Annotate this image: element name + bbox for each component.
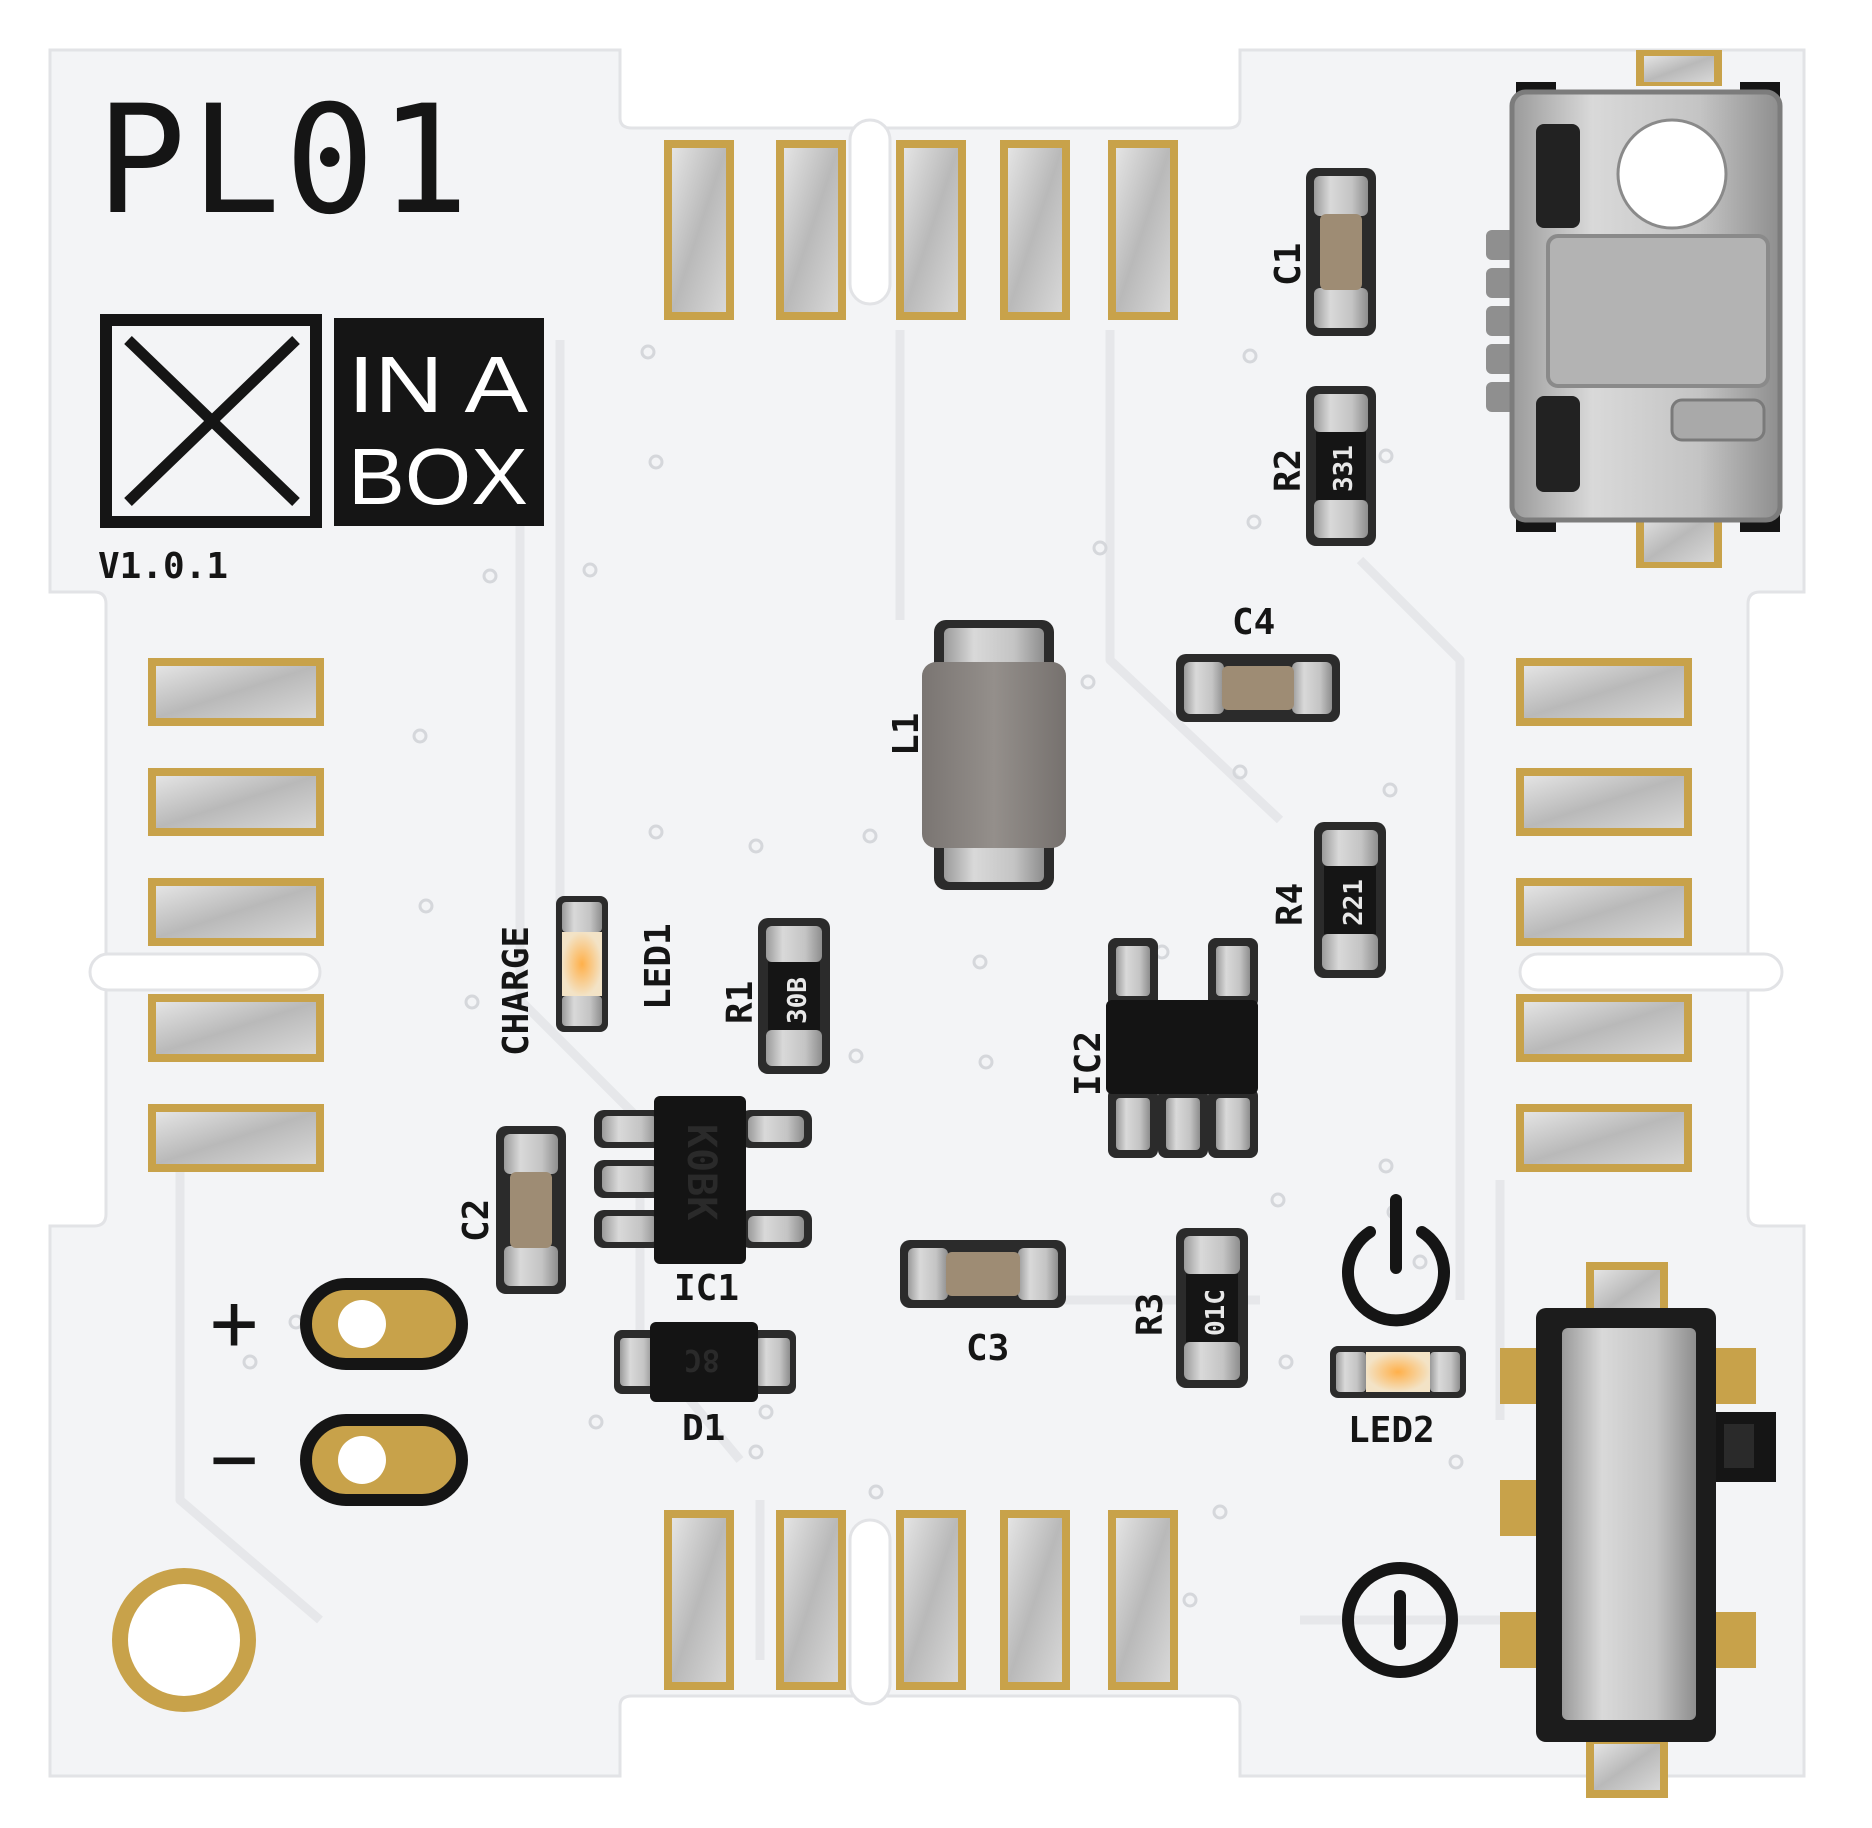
marking-d1: 8C [684,1342,720,1377]
xinabox-logo: IN A BOX [100,314,544,528]
label-c1: C1 [1268,243,1309,286]
slide-switch [1500,1262,1776,1798]
power-on-icon [1342,1194,1450,1327]
left-edge-pads [88,658,324,1172]
label-ic2: IC2 [1068,1031,1109,1096]
logo-text-box: BOX [348,432,528,521]
resistor-r1 [758,918,830,1074]
resistor-r2 [1306,386,1376,546]
marking-r3: 01C [1201,1289,1231,1336]
mounting-hole [112,1568,256,1712]
label-r1: R1 [720,981,761,1024]
label-plus: + [210,1276,258,1369]
marking-r4: 221 [1339,879,1369,926]
marking-ic1: K0BK [678,1124,724,1220]
label-d1: D1 [682,1408,725,1449]
label-c4: C4 [1232,602,1275,643]
capacitor-c2 [496,1126,566,1294]
bottom-edge-pads [664,1510,1178,1706]
chip-ic2 [1106,938,1258,1158]
label-r2: R2 [1268,449,1309,492]
label-c3: C3 [966,1328,1009,1369]
label-ic1: IC1 [674,1268,739,1309]
board-version: V1.0.1 [98,546,228,587]
power-off-icon [1342,1562,1458,1678]
battery-terminals [300,1278,468,1506]
capacitor-c4 [1176,654,1340,722]
marking-r1: 30B [783,977,813,1024]
vias [242,344,1464,1608]
label-r4: R4 [1270,883,1311,926]
label-charge: CHARGE [496,926,537,1056]
diode-d1 [614,1322,796,1402]
led-led2 [1330,1346,1466,1398]
micro-usb-connector [1486,50,1783,568]
led-led1 [556,896,608,1032]
capacitor-c1 [1306,168,1376,336]
resistor-r3 [1176,1228,1248,1388]
label-minus: − [210,1412,258,1505]
top-edge-pads [664,118,1178,320]
label-r3: R3 [1130,1293,1171,1336]
label-c2: C2 [456,1199,497,1242]
logo-text-in-a: IN A [348,340,529,429]
marking-r2: 331 [1329,445,1359,492]
capacitor-c3 [900,1240,1066,1308]
board-name: PL01 [96,74,473,248]
inductor-l1 [922,620,1066,890]
label-l1: L1 [886,713,927,756]
chip-ic1 [594,1096,812,1264]
label-led2: LED2 [1348,1410,1435,1451]
right-edge-pads [1516,658,1784,1172]
resistor-r4 [1314,822,1386,978]
label-led1: LED1 [638,923,679,1010]
